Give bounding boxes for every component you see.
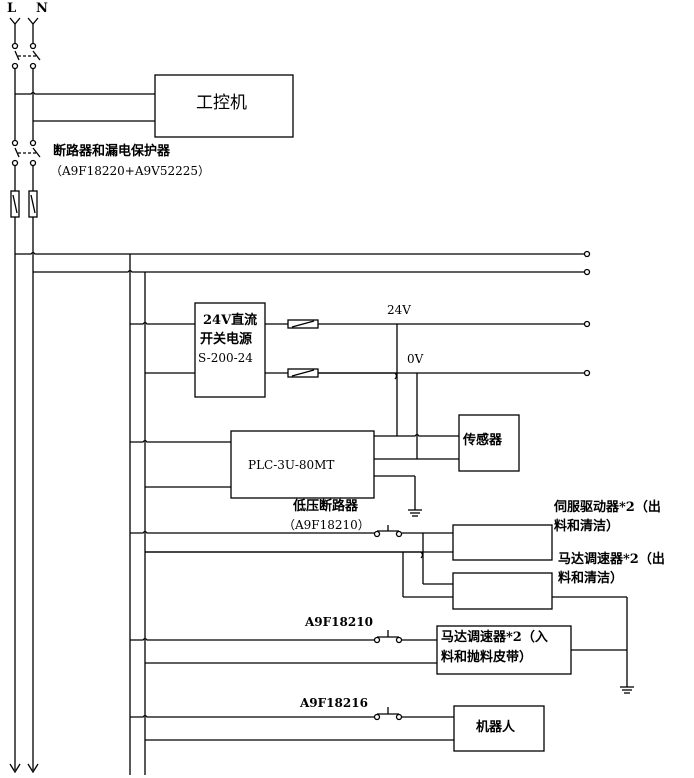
terminal-n-label: N bbox=[36, 1, 48, 16]
rail-24v-label: 24V bbox=[387, 303, 411, 317]
motor-ctrl-2-line2: 料和抛料皮带） bbox=[441, 650, 533, 665]
main-breaker-model: （A9F18220+A9V52225） bbox=[50, 164, 210, 178]
psu-line2: 开关电源 bbox=[200, 332, 253, 347]
lv-breaker-model: （A9F18210） bbox=[283, 518, 370, 532]
ipc-label: 工控机 bbox=[196, 93, 247, 113]
psu-line3: S-200-24 bbox=[198, 351, 253, 365]
input-arrows bbox=[9, 17, 39, 26]
robot-box bbox=[453, 705, 545, 752]
robot-label: 机器人 bbox=[476, 720, 516, 735]
main-bus bbox=[15, 250, 591, 276]
plc-label: PLC-3U-80MT bbox=[248, 458, 335, 472]
psu-box bbox=[194, 302, 266, 398]
motor-ctrl-2-line1: 马达调速器*2（入 bbox=[441, 630, 548, 645]
motor-ctrl-1-line2: 料和清洁） bbox=[558, 571, 624, 586]
motor-ctrl-1-box bbox=[452, 572, 553, 610]
psu-line1: 24V直流 bbox=[203, 313, 258, 328]
servo-box bbox=[452, 524, 553, 561]
sensor-label: 传感器 bbox=[463, 433, 503, 448]
robot-breaker: A9F18216 bbox=[300, 696, 368, 710]
ipc-box bbox=[154, 74, 294, 138]
motor-ctrl-1-line1: 马达调速器*2（出 bbox=[558, 552, 665, 567]
servo-line2: 料和清洁） bbox=[554, 519, 620, 534]
l-conductor bbox=[9, 24, 21, 774]
motor-ctrl-2-breaker: A9F18210 bbox=[305, 615, 373, 629]
terminal-l-label: L bbox=[7, 1, 17, 16]
sensor-box bbox=[458, 414, 520, 472]
rail-0v-label: 0V bbox=[407, 352, 424, 366]
plc-box bbox=[230, 430, 375, 499]
servo-line1: 伺服驱动器*2（出 bbox=[554, 500, 661, 515]
main-breaker-title: 断路器和漏电保护器 bbox=[53, 144, 171, 159]
lv-breaker-title: 低压断路器 bbox=[293, 499, 359, 514]
n-conductor bbox=[27, 24, 41, 774]
